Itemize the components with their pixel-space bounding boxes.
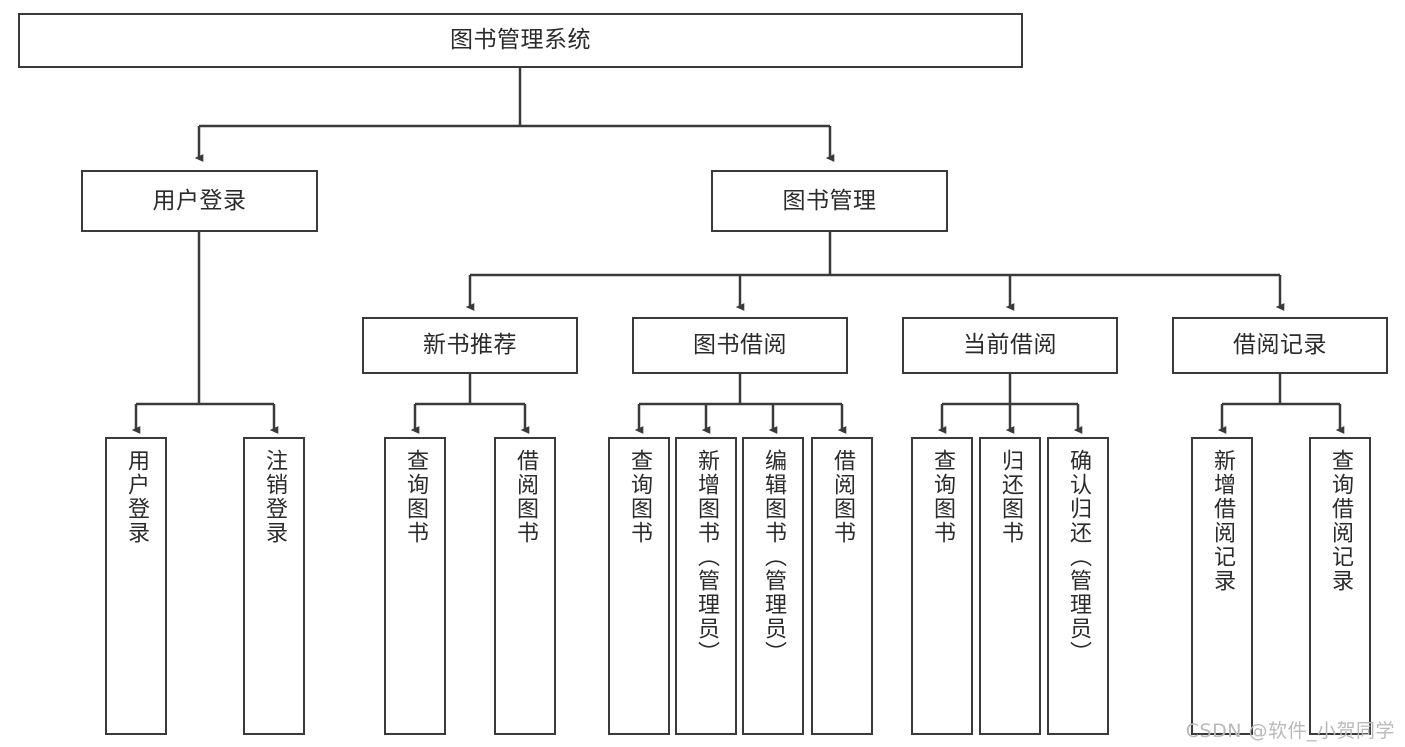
node-book-borrow[interactable]: 图书借阅 (632, 317, 848, 374)
node-label: 借阅图书 (512, 449, 538, 545)
node-label: 查询图书 (929, 449, 955, 545)
node-label: 确认归还（管理员） (1065, 449, 1091, 665)
node-label: 借阅图书 (829, 449, 855, 545)
edges-newbook-to-leaves (410, 374, 530, 434)
node-borrow-record[interactable]: 借阅记录 (1172, 317, 1388, 374)
leaf-user-login-login[interactable]: 用户登录 (105, 437, 167, 735)
node-label: 新增借阅记录 (1209, 449, 1235, 593)
leaf-current-borrow-query[interactable]: 查询图书 (911, 437, 973, 735)
leaf-borrow-record-add[interactable]: 新增借阅记录 (1191, 437, 1253, 735)
node-user-login[interactable]: 用户登录 (81, 170, 318, 232)
leaf-current-borrow-confirm-return[interactable]: 确认归还（管理员） (1047, 437, 1109, 735)
leaf-book-borrow-edit[interactable]: 编辑图书（管理员） (742, 437, 804, 735)
leaf-user-login-logout[interactable]: 注销登录 (243, 437, 305, 735)
node-label: 查询图书 (626, 449, 652, 545)
node-book-management[interactable]: 图书管理 (711, 170, 948, 232)
node-label: 图书管理系统 (450, 27, 591, 54)
node-label: 查询图书 (402, 449, 428, 545)
node-label: 当前借阅 (963, 332, 1057, 359)
node-label: 借阅记录 (1233, 332, 1327, 359)
node-label: 归还图书 (997, 449, 1023, 545)
leaf-book-borrow-query[interactable]: 查询图书 (608, 437, 670, 735)
leaf-new-book-query[interactable]: 查询图书 (384, 437, 446, 735)
edges-userlogin-to-leaves (131, 232, 279, 434)
node-new-book-recommend[interactable]: 新书推荐 (362, 317, 578, 374)
node-label: 编辑图书（管理员） (760, 449, 786, 665)
node-root-system[interactable]: 图书管理系统 (18, 13, 1023, 68)
node-current-borrow[interactable]: 当前借阅 (902, 317, 1118, 374)
edges-bookborrow-to-leaves (634, 374, 847, 434)
leaf-new-book-borrow[interactable]: 借阅图书 (494, 437, 556, 735)
node-label: 注销登录 (261, 449, 287, 545)
node-label: 用户登录 (123, 449, 149, 545)
leaf-current-borrow-return[interactable]: 归还图书 (979, 437, 1041, 735)
node-label: 图书管理 (782, 187, 877, 214)
node-label: 新书推荐 (423, 332, 517, 359)
edges-borrowrecord-to-leaves (1217, 374, 1345, 434)
node-label: 用户登录 (152, 187, 247, 214)
edges-currentborrow-to-leaves (937, 374, 1083, 434)
node-label: 查询借阅记录 (1327, 449, 1353, 593)
node-label: 图书借阅 (693, 332, 787, 359)
edges-books-to-level3 (465, 232, 1285, 311)
edges-root-to-level2 (194, 68, 835, 162)
leaf-borrow-record-query[interactable]: 查询借阅记录 (1309, 437, 1371, 735)
leaf-book-borrow-borrow[interactable]: 借阅图书 (811, 437, 873, 735)
node-label: 新增图书（管理员） (693, 449, 719, 665)
leaf-book-borrow-add[interactable]: 新增图书（管理员） (675, 437, 737, 735)
